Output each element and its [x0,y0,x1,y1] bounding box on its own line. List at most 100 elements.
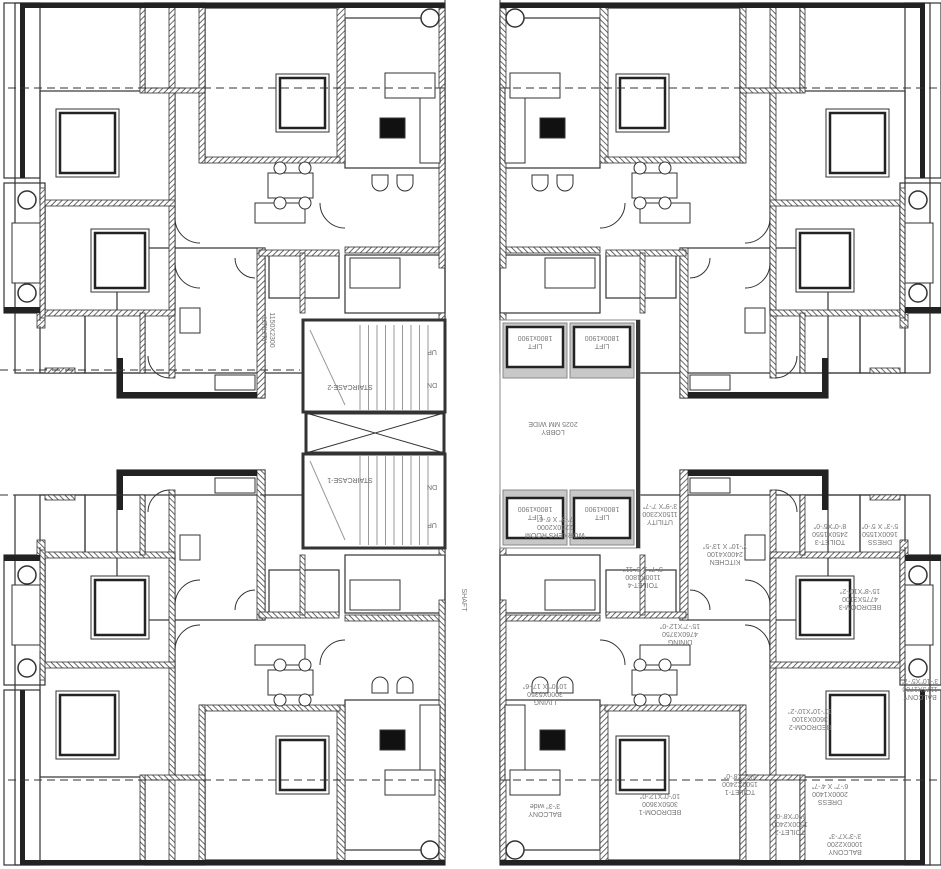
furniture-icon [904,222,934,284]
chair-icon [298,161,312,175]
wall [769,489,777,866]
staircase-1: STAIRCASE-1 DN UP [301,452,447,550]
wall [117,358,123,398]
living-imperial: 10'-0" X 17'-6" [522,682,567,689]
wall [168,2,176,379]
door-swing [744,624,771,651]
wall [199,156,341,164]
lift-size: 1800x1900 [518,334,553,341]
chair-icon [273,693,287,707]
toilet-3-size: 2450X1550 [812,530,848,537]
wall [679,247,689,399]
lobby-width: 2025 MM WIDE [528,420,578,427]
wall [139,2,146,94]
armchair-icon [396,174,414,192]
bed-icon [58,693,117,757]
wall [299,252,306,314]
wall [639,554,646,616]
furniture-icon [904,584,934,646]
room-outline [799,312,861,374]
staircase-1-label: STAIRCASE-1 [327,476,372,483]
balcony-2-size: 1000X2200 [827,840,863,847]
bedroom-1-name: BEDROOM-1 [639,808,682,815]
wall [20,3,25,178]
armchair-icon [556,174,574,192]
room-outline [499,554,601,614]
furniture-icon [384,72,436,99]
shaft-void [304,411,446,455]
wall [769,661,906,669]
lamp-icon [908,283,928,303]
furniture-icon [744,534,766,561]
building-core: STAIRCASE-2 UP DN STAIRCASE-1 DN UP LOBB… [0,0,641,550]
bedroom-3-size: 4775X3100 [842,595,878,602]
wall [144,87,206,94]
dining-size: 4760X3750 [662,630,698,637]
room-outline [39,494,86,556]
bed-icon [58,111,117,175]
door-swing [744,579,771,606]
wall [256,247,266,399]
chair-icon [273,196,287,210]
door-swing [689,257,711,279]
wall [599,704,609,866]
wall [822,358,828,398]
wall [20,690,25,865]
balcony-3-size: 1175X1700 [902,685,937,692]
bedroom-3-imperial: 15'-8"X10'-2" [839,587,880,594]
balcony-2-imperial: 3'-3"X7'-3" [828,832,861,839]
wall [499,246,601,254]
wall [604,156,746,164]
wall [688,392,828,398]
door-swing [319,202,346,229]
furniture-icon [539,117,566,139]
bed-icon [828,693,887,757]
unit-bottom-left [3,469,446,866]
chair-icon [633,196,647,210]
wall [344,614,446,622]
wall [44,494,76,501]
break-line [309,460,346,541]
door-swing [689,589,711,611]
armchair-icon [371,676,389,694]
lamp-icon [17,658,37,678]
door-swing [599,639,626,666]
furniture-icon [179,307,201,334]
balcony-2-name: BALCONY [828,848,862,855]
unit-top-left [3,2,446,399]
apartment-units [3,2,941,866]
bedroom-1-size: 3050X3600 [642,800,678,807]
wall [905,555,941,561]
lamp-icon [17,190,37,210]
bed-icon [93,231,147,290]
wall [799,774,806,866]
wall [920,690,925,865]
furniture-icon [384,769,436,796]
furniture-icon [504,87,526,164]
balcony-3-name: BALCONY [903,693,937,700]
wall [336,704,346,866]
dn-label: DN [427,381,437,388]
room-labels: UTILITY 1150X2300 WORKERS ROOM2250X20007… [260,312,938,855]
wall [688,470,828,476]
wall [869,367,901,374]
dress-2-size: 1600X1550 [862,530,898,537]
utility-imperial: 3'-9"X 7'-7" [642,502,677,509]
door-swing [174,217,201,244]
wall [199,704,341,712]
toilet-1-name: TOILET-1 [725,788,755,795]
furniture-icon [504,704,526,781]
wall [899,549,906,681]
chair-icon [658,693,672,707]
wall [144,774,206,781]
bedroom-3-name: BEDROOM-3 [839,603,882,610]
staircase-2-label: STAIRCASE-2 [327,383,372,390]
furniture-icon [11,584,41,646]
wall [344,246,446,254]
toilet-1-size: 1500X2400 [722,780,758,787]
toilet-2-name: TOILET-2 [775,828,805,835]
staircase-2: STAIRCASE-2 UP DN [301,318,447,414]
